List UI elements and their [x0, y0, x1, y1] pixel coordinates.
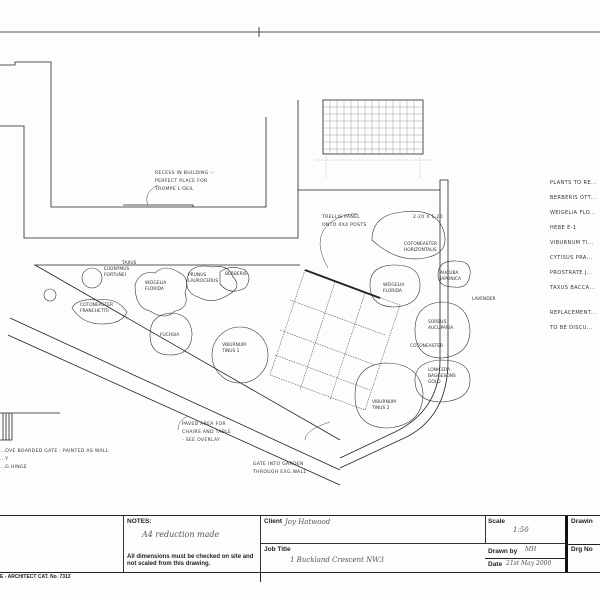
shrub-sorbus [414, 301, 471, 359]
svg-text:HEBE E-1: HEBE E-1 [550, 225, 576, 231]
paved-area [269, 269, 401, 411]
planting-list: PLANTS TO RE... BERBERIS OTT... WEIGELIA… [549, 180, 597, 331]
catalogue-number: E - ARCHITECT CAT. No. 7313 [0, 574, 71, 580]
job-title-label: Job Title [264, 546, 291, 553]
svg-text:TO BE DISCU...: TO BE DISCU... [549, 325, 593, 331]
building-outer-wall [0, 100, 299, 239]
trellis-size: 2·20 X 1·20 [413, 214, 443, 220]
svg-text:CYTISUS PRA...: CYTISUS PRA... [550, 255, 593, 261]
svg-text:REPLACEMENT...: REPLACEMENT... [550, 310, 597, 316]
garden-wall-right [298, 179, 449, 469]
shrub-cotoneaster-horizontalis [371, 210, 446, 260]
shrub-weigelia-left [134, 267, 187, 317]
divider [260, 572, 261, 582]
svg-text:PROSTRATE J...: PROSTRATE J... [550, 270, 593, 276]
svg-text:TAXUS BACCA...: TAXUS BACCA... [549, 285, 595, 291]
shrub-viburnum-1 [211, 326, 269, 384]
label-taxus: TAXUS [121, 260, 137, 266]
svg-text:PLANTS TO RE...: PLANTS TO RE... [550, 180, 597, 186]
title-block: NOTES: A4 reduction made All dimensions … [0, 515, 600, 582]
job-title-value: 1 Buckland Crescent NW3 [290, 556, 384, 564]
date-label: Date [488, 561, 503, 568]
garden-wall-curve-outer [339, 190, 441, 459]
shrub-viburnum-2 [354, 362, 424, 429]
scale-label: Scale [488, 518, 505, 525]
recess-line [123, 204, 194, 207]
notes-handwritten: A4 reduction made [142, 530, 220, 539]
shrub-euonymus [81, 267, 103, 289]
label-berberis: BERBERIS [225, 271, 247, 277]
trellis-panel-plan [304, 269, 381, 299]
scale-value: 1:50 [513, 526, 529, 534]
date-value: 21st May 2000 [506, 560, 552, 567]
svg-text:VIBURNUM TI...: VIBURNUM TI... [550, 240, 594, 246]
wall-line-2 [7, 334, 341, 486]
drawn-by-value: MH [525, 546, 537, 553]
leader-lines [146, 184, 359, 441]
shrub-small [43, 288, 57, 302]
shrub-lonicera [414, 359, 471, 403]
label-fuchsia: FUCHSIA [160, 332, 179, 338]
shrub-fuchsia [149, 312, 193, 356]
notes-text: All dimensions must be checked on site a… [127, 554, 254, 567]
notes-cell [123, 516, 261, 572]
divider [565, 544, 600, 545]
label-cotoneaster: COTONEASTER [410, 343, 443, 349]
wall-line-1 [9, 317, 341, 471]
drawn-by-label: Drawn by [488, 548, 518, 555]
drg-no-label: Drg No [571, 546, 593, 553]
svg-text:BERBERIS OTT...: BERBERIS OTT... [550, 195, 597, 201]
svg-text:WEIGELIA FLO...: WEIGELIA FLO... [550, 210, 596, 216]
shrub-weigelia-right [369, 264, 421, 308]
trellis-elevation [322, 99, 424, 155]
boarded-gate-note: ...OVE BOARDED GATE : PAINTED AS WALL...… [0, 448, 109, 470]
site-boundary-line [0, 27, 600, 37]
drawing-label: Drawin [571, 518, 593, 525]
shrub-prunus [186, 265, 238, 301]
raised-bed-edge [33, 264, 341, 441]
client-value: Joy Hatwood [285, 518, 331, 526]
trellis-grid [315, 100, 435, 178]
building-inner-wall [0, 61, 267, 208]
client-label: Client [264, 518, 283, 525]
label-lavender: LAVENDER [472, 296, 496, 302]
divider [485, 558, 566, 559]
notes-label: NOTES: [127, 518, 152, 525]
shrub-aucuba [437, 260, 471, 288]
gate-left [0, 412, 60, 441]
shrub-berberis [219, 267, 250, 292]
shrub-cotoneaster-franchetti [71, 299, 128, 325]
